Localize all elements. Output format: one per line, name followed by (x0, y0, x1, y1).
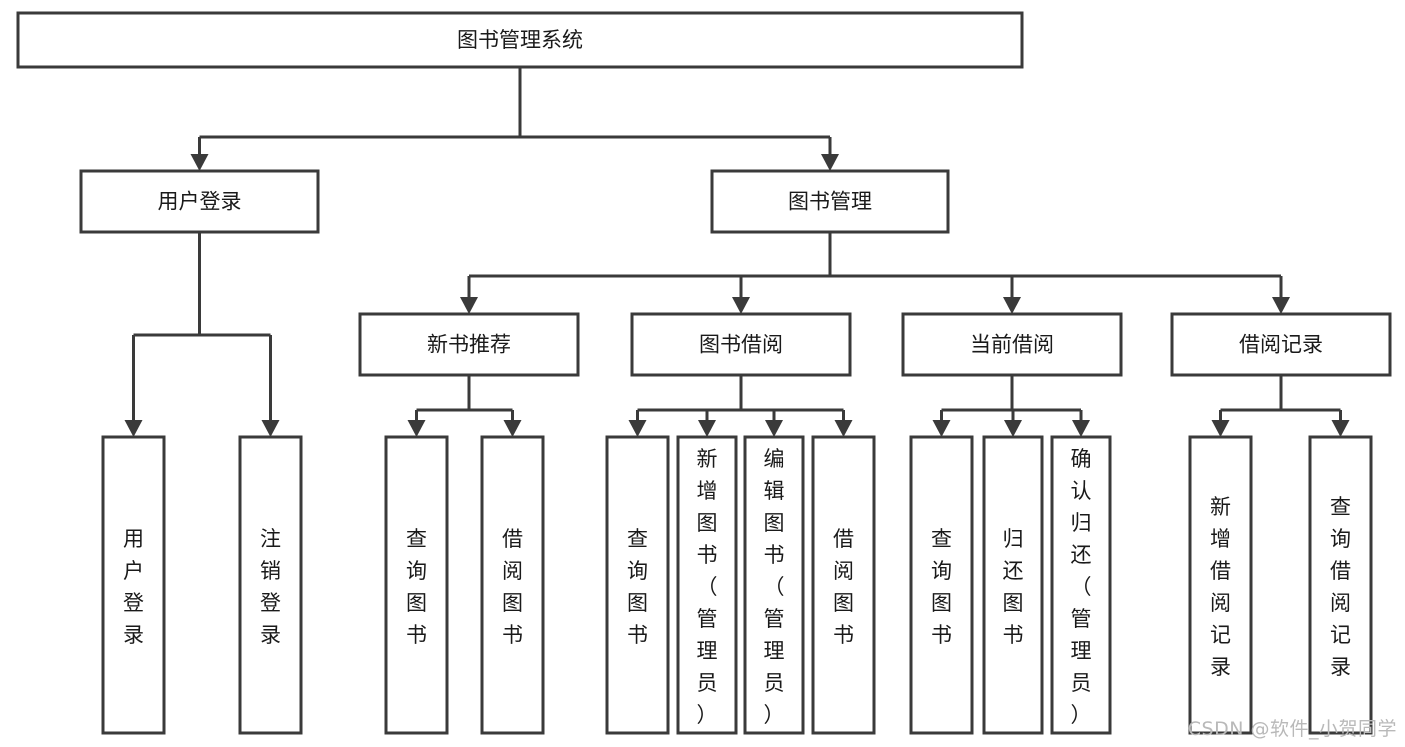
arrow-head-icon (1211, 420, 1230, 437)
arrow-head-icon (628, 420, 647, 437)
arrow-head-icon (190, 154, 209, 171)
node-label-leaf-return-book: 归还图书 (1003, 527, 1024, 647)
arrow-head-icon (1331, 420, 1350, 437)
arrow-head-icon (460, 297, 478, 314)
node-box-user-login (79, 169, 320, 234)
node-leaf-query-book-1[interactable]: 查询图书 (384, 435, 449, 735)
node-box-leaf-edit-book-admin (743, 435, 805, 735)
node-label-leaf-query-book-1: 查询图书 (406, 527, 427, 647)
arrow-head-icon (698, 420, 716, 437)
arrow-head-icon (1072, 420, 1090, 437)
node-borrow-record[interactable]: 借阅记录 (1170, 312, 1392, 377)
node-box-leaf-query-book-3 (909, 435, 974, 735)
node-box-leaf-borrow-book-2 (811, 435, 876, 735)
node-leaf-confirm-return-admin[interactable]: 确认归还（管理员） (1050, 435, 1112, 735)
node-root[interactable]: 图书管理系统 (16, 11, 1024, 69)
node-new-book-recommend[interactable]: 新书推荐 (358, 312, 580, 377)
node-label-leaf-borrow-book-2: 借阅图书 (833, 527, 854, 647)
node-label-leaf-user-logout: 注销登录 (260, 527, 281, 647)
arrow-head-icon (261, 420, 280, 437)
node-box-book-manage (710, 169, 950, 234)
arrow-head-icon (503, 420, 522, 437)
node-leaf-user-logout[interactable]: 注销登录 (238, 435, 303, 735)
node-label-borrow-record: 借阅记录 (1239, 333, 1323, 357)
node-leaf-query-book-2[interactable]: 查询图书 (605, 435, 670, 735)
node-leaf-user-login[interactable]: 用户登录 (101, 435, 166, 735)
node-leaf-query-book-3[interactable]: 查询图书 (909, 435, 974, 735)
node-leaf-borrow-book-1[interactable]: 借阅图书 (480, 435, 545, 735)
node-label-leaf-user-login: 用户登录 (123, 527, 144, 647)
node-leaf-add-book-admin[interactable]: 新增图书（管理员） (676, 435, 738, 735)
node-box-leaf-add-borrow-record (1188, 435, 1253, 735)
node-box-leaf-confirm-return-admin (1050, 435, 1112, 735)
node-box-current-borrow (901, 312, 1123, 377)
node-box-book-borrow (630, 312, 852, 377)
connector-lines (124, 67, 1350, 437)
node-box-borrow-record (1170, 312, 1392, 377)
node-user-login[interactable]: 用户登录 (79, 169, 320, 234)
arrow-head-icon (732, 297, 750, 314)
node-label-root: 图书管理系统 (457, 28, 583, 52)
node-label-current-borrow: 当前借阅 (970, 333, 1054, 357)
node-label-leaf-add-borrow-record: 新增借阅记录 (1210, 495, 1231, 679)
node-box-leaf-borrow-book-1 (480, 435, 545, 735)
node-box-leaf-return-book (982, 435, 1044, 735)
node-label-leaf-query-book-2: 查询图书 (627, 527, 648, 647)
node-label-leaf-add-book-admin: 新增图书（管理员） (697, 447, 718, 727)
node-book-manage[interactable]: 图书管理 (710, 169, 950, 234)
node-box-leaf-user-login (101, 435, 166, 735)
node-label-book-borrow: 图书借阅 (699, 333, 783, 357)
csdn-watermark: CSDN @软件_小贺同学 (1187, 718, 1397, 740)
node-label-leaf-query-book-3: 查询图书 (931, 527, 952, 647)
arrow-head-icon (765, 420, 783, 437)
node-current-borrow[interactable]: 当前借阅 (901, 312, 1123, 377)
node-label-new-book-recommend: 新书推荐 (427, 333, 511, 357)
node-leaf-add-borrow-record[interactable]: 新增借阅记录 (1188, 435, 1253, 735)
arrow-head-icon (932, 420, 951, 437)
node-label-user-login: 用户登录 (158, 190, 242, 214)
node-label-leaf-edit-book-admin: 编辑图书（管理员） (764, 447, 785, 727)
node-box-leaf-user-logout (238, 435, 303, 735)
node-box-leaf-query-book-2 (605, 435, 670, 735)
arrow-head-icon (821, 154, 839, 171)
node-leaf-borrow-book-2[interactable]: 借阅图书 (811, 435, 876, 735)
arrow-head-icon (1003, 297, 1021, 314)
node-leaf-query-borrow-record[interactable]: 查询借阅记录 (1308, 435, 1373, 735)
node-label-leaf-confirm-return-admin: 确认归还（管理员） (1071, 447, 1092, 727)
node-label-leaf-borrow-book-1: 借阅图书 (502, 527, 523, 647)
node-box-root (16, 11, 1024, 69)
node-book-borrow[interactable]: 图书借阅 (630, 312, 852, 377)
node-label-leaf-query-borrow-record: 查询借阅记录 (1330, 495, 1351, 679)
node-boxes: 图书管理系统用户登录图书管理新书推荐图书借阅当前借阅借阅记录用户登录注销登录查询… (16, 11, 1392, 735)
arrow-head-icon (834, 420, 853, 437)
node-box-leaf-add-book-admin (676, 435, 738, 735)
node-box-leaf-query-borrow-record (1308, 435, 1373, 735)
arrow-head-icon (124, 420, 143, 437)
arrow-head-icon (1272, 297, 1290, 314)
node-leaf-return-book[interactable]: 归还图书 (982, 435, 1044, 735)
arrow-head-icon (1004, 420, 1022, 437)
arrow-head-icon (407, 420, 426, 437)
node-leaf-edit-book-admin[interactable]: 编辑图书（管理员） (743, 435, 805, 735)
node-box-leaf-query-book-1 (384, 435, 449, 735)
node-box-new-book-recommend (358, 312, 580, 377)
node-label-book-manage: 图书管理 (788, 190, 872, 214)
